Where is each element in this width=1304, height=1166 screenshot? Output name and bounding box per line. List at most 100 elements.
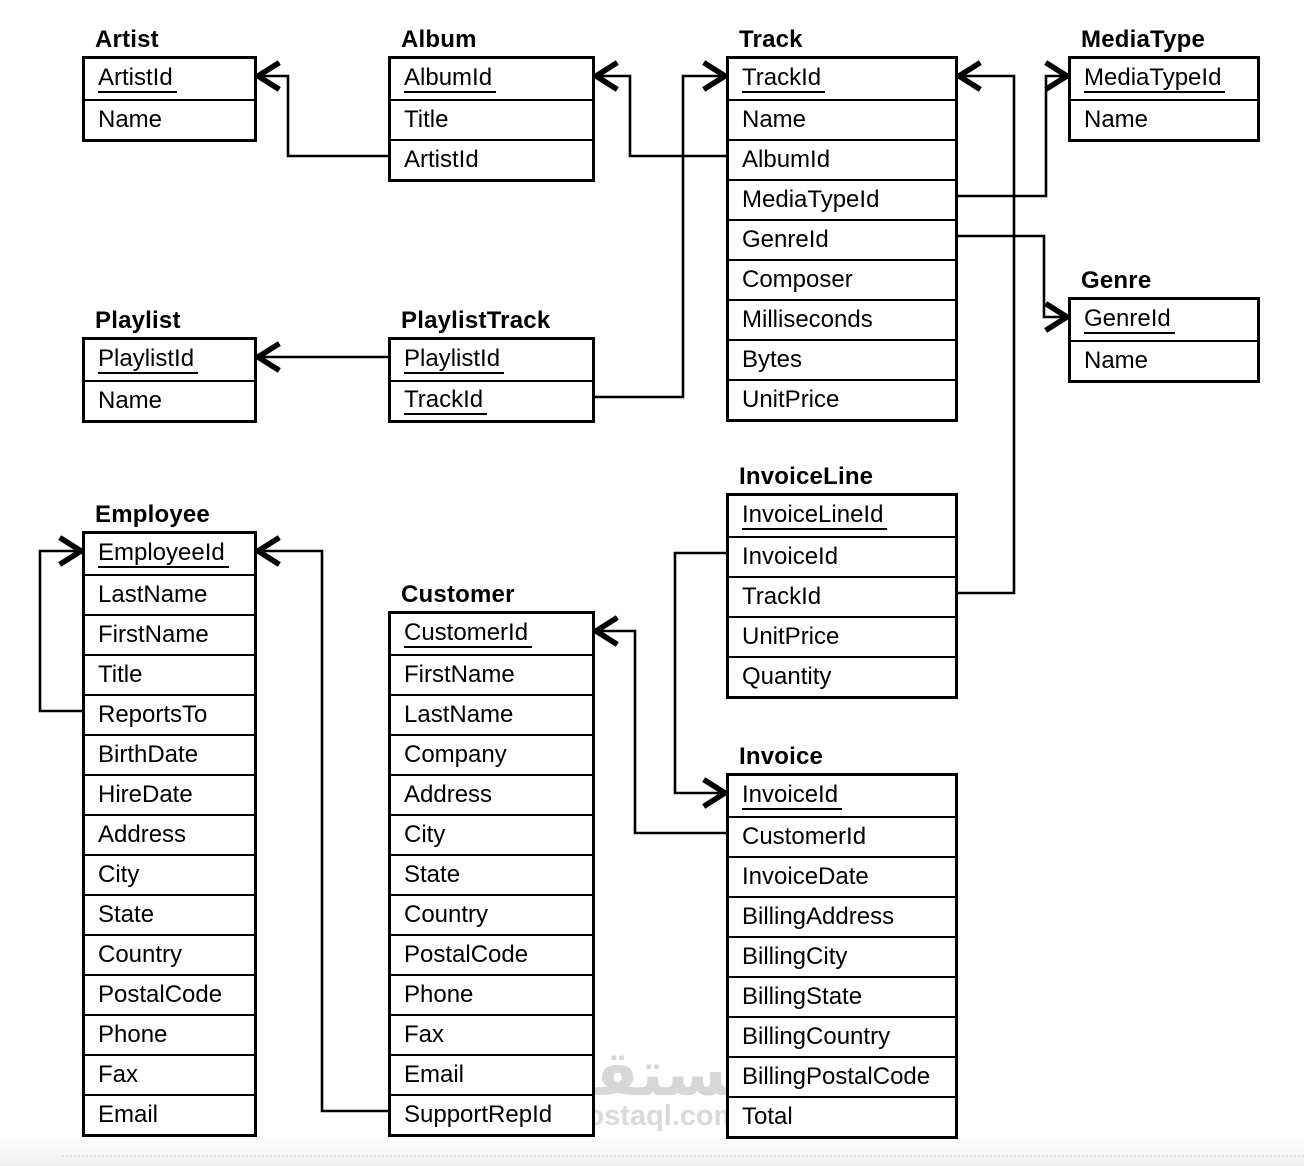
- field-mediatype-name: Name: [1071, 99, 1257, 139]
- table-title-playlisttrack: PlaylistTrack: [401, 307, 551, 334]
- field-invoiceline-trackid: TrackId: [729, 576, 955, 616]
- field-invoiceline-invoiceid: InvoiceId: [729, 536, 955, 576]
- field-employee-birthdate: BirthDate: [85, 734, 254, 774]
- field-playlisttrack-playlistid: PlaylistId: [391, 340, 592, 380]
- field-employee-state: State: [85, 894, 254, 934]
- table-title-invoice: Invoice: [739, 743, 824, 770]
- field-customer-customerid: CustomerId: [391, 614, 592, 654]
- relation-invoice-customerid-to-customer: [590, 615, 726, 835]
- field-invoiceline-unitprice: UnitPrice: [729, 616, 955, 656]
- table-title-genre: Genre: [1081, 267, 1152, 294]
- field-invoiceline-quantity: Quantity: [729, 656, 955, 696]
- field-track-mediatypeid: MediaTypeId: [729, 179, 955, 219]
- field-invoice-billingaddress: BillingAddress: [729, 896, 955, 936]
- relation-track-genreid-to-genre: [958, 234, 1073, 333]
- bottom-fade-band: [0, 1134, 1304, 1166]
- field-customer-city: City: [391, 814, 592, 854]
- primary-key-label: TrackId: [404, 387, 488, 416]
- field-employee-address: Address: [85, 814, 254, 854]
- primary-key-label: EmployeeId: [98, 540, 229, 569]
- field-album-albumid: AlbumId: [391, 59, 592, 99]
- table-title-employee: Employee: [95, 501, 210, 528]
- field-track-bytes: Bytes: [729, 339, 955, 379]
- primary-key-label: CustomerId: [404, 620, 533, 649]
- relation-invoiceline-invoiceid-to-invoice: [673, 551, 731, 809]
- primary-key-label: AlbumId: [404, 65, 497, 94]
- field-playlist-playlistid: PlaylistId: [85, 340, 254, 380]
- field-employee-email: Email: [85, 1094, 254, 1134]
- relation-track-albumid-to-album: [590, 60, 726, 158]
- field-artist-artistid: ArtistId: [85, 59, 254, 99]
- field-track-milliseconds: Milliseconds: [729, 299, 955, 339]
- field-genre-genreid: GenreId: [1071, 300, 1257, 340]
- field-employee-lastname: LastName: [85, 574, 254, 614]
- table-title-playlist: Playlist: [95, 307, 181, 334]
- field-invoice-billingcountry: BillingCountry: [729, 1016, 955, 1056]
- field-track-name: Name: [729, 99, 955, 139]
- relation-album-artistid-to-artist: [252, 60, 388, 158]
- field-invoice-total: Total: [729, 1096, 955, 1136]
- field-customer-email: Email: [391, 1054, 592, 1094]
- field-invoice-billingcity: BillingCity: [729, 936, 955, 976]
- relation-invoiceline-trackid-to-track: [953, 60, 1016, 595]
- field-track-trackid: TrackId: [729, 59, 955, 99]
- primary-key-label: GenreId: [1084, 306, 1175, 335]
- field-employee-phone: Phone: [85, 1014, 254, 1054]
- field-employee-fax: Fax: [85, 1054, 254, 1094]
- table-title-album: Album: [401, 26, 477, 53]
- bottom-dotted-line: [62, 1155, 1304, 1157]
- field-invoice-billingpostalcode: BillingPostalCode: [729, 1056, 955, 1096]
- field-customer-country: Country: [391, 894, 592, 934]
- field-employee-title: Title: [85, 654, 254, 694]
- table-title-artist: Artist: [95, 26, 159, 53]
- primary-key-label: ArtistId: [98, 65, 177, 94]
- field-track-unitprice: UnitPrice: [729, 379, 955, 419]
- field-customer-company: Company: [391, 734, 592, 774]
- field-invoice-invoiceid: InvoiceId: [729, 776, 955, 816]
- primary-key-label: InvoiceLineId: [742, 502, 888, 531]
- field-playlist-name: Name: [85, 380, 254, 420]
- field-customer-fax: Fax: [391, 1014, 592, 1054]
- field-customer-address: Address: [391, 774, 592, 814]
- field-track-genreid: GenreId: [729, 219, 955, 259]
- relation-customer-supportrepid-to-employee: [252, 535, 388, 1113]
- relation-playlisttrack-trackid-to-track: [595, 60, 731, 399]
- table-title-mediatype: MediaType: [1081, 26, 1206, 53]
- field-playlisttrack-trackid: TrackId: [391, 380, 592, 420]
- field-genre-name: Name: [1071, 340, 1257, 380]
- field-album-artistid: ArtistId: [391, 139, 592, 179]
- field-invoiceline-invoicelineid: InvoiceLineId: [729, 496, 955, 536]
- table-title-track: Track: [739, 26, 803, 53]
- field-customer-postalcode: PostalCode: [391, 934, 592, 974]
- field-employee-employeeid: EmployeeId: [85, 534, 254, 574]
- primary-key-label: MediaTypeId: [1084, 65, 1226, 94]
- field-mediatype-mediatypeid: MediaTypeId: [1071, 59, 1257, 99]
- field-employee-hiredate: HireDate: [85, 774, 254, 814]
- field-customer-firstname: FirstName: [391, 654, 592, 694]
- field-track-albumid: AlbumId: [729, 139, 955, 179]
- field-invoice-billingstate: BillingState: [729, 976, 955, 1016]
- field-employee-city: City: [85, 854, 254, 894]
- field-customer-state: State: [391, 854, 592, 894]
- field-invoice-invoicedate: InvoiceDate: [729, 856, 955, 896]
- table-title-invoiceline: InvoiceLine: [739, 463, 874, 490]
